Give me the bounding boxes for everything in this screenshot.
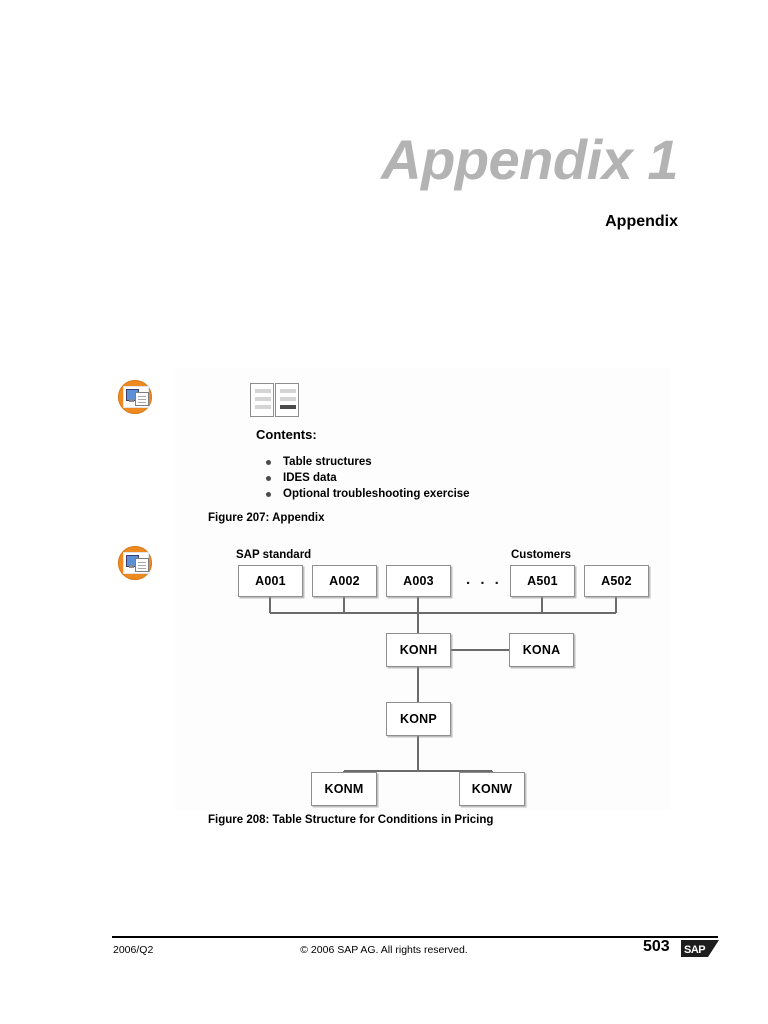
footer-page-number: 503 [643, 938, 670, 955]
page-subtitle: Appendix [605, 213, 678, 230]
diagram-node-a001: A001 [238, 565, 303, 597]
group-label-sap-standard: SAP standard [236, 549, 312, 561]
svg-text:SAP: SAP [684, 944, 705, 956]
list-item: Table structures [262, 454, 470, 470]
diagram-node-konh: KONH [386, 633, 451, 667]
book-right-page [275, 383, 299, 417]
sap-logo-icon: SAP [681, 940, 719, 957]
figure-208-caption: Figure 208: Table Structure for Conditio… [208, 814, 494, 826]
sap-demo-icon-inner [123, 386, 149, 408]
diagram-node-a002: A002 [312, 565, 377, 597]
sap-demo-icon [118, 546, 152, 580]
monitor-base-icon [129, 565, 134, 568]
diagram-node-a501: A501 [510, 565, 575, 597]
list-item: IDES data [262, 470, 470, 486]
book-left-page [250, 383, 274, 417]
open-book-icon [250, 383, 300, 417]
sap-demo-icon [118, 380, 152, 414]
footer-edition: 2006/Q2 [113, 944, 154, 956]
diagram-node-konp: KONP [386, 702, 451, 736]
diagram-node-a502: A502 [584, 565, 649, 597]
footer-copyright: © 2006 SAP AG. All rights reserved. [300, 944, 468, 956]
diagram-ellipsis: . . . [466, 571, 502, 588]
diagram-node-konw: KONW [459, 772, 525, 806]
figure-207-caption: Figure 207: Appendix [208, 512, 325, 524]
footer-divider [112, 936, 718, 938]
diagram-node-a003: A003 [386, 565, 451, 597]
list-item: Optional troubleshooting exercise [262, 486, 470, 502]
group-label-customers: Customers [511, 549, 572, 561]
diagram-node-kona: KONA [509, 633, 574, 667]
sap-demo-icon-inner [123, 552, 149, 574]
monitor-base-icon [129, 399, 134, 402]
diagram-node-konm: KONM [311, 772, 377, 806]
document-icon [135, 392, 149, 406]
contents-list: Table structures IDES data Optional trou… [262, 454, 470, 502]
contents-heading: Contents: [256, 427, 317, 442]
page-title: Appendix 1 [381, 128, 678, 191]
document-icon [135, 558, 149, 572]
